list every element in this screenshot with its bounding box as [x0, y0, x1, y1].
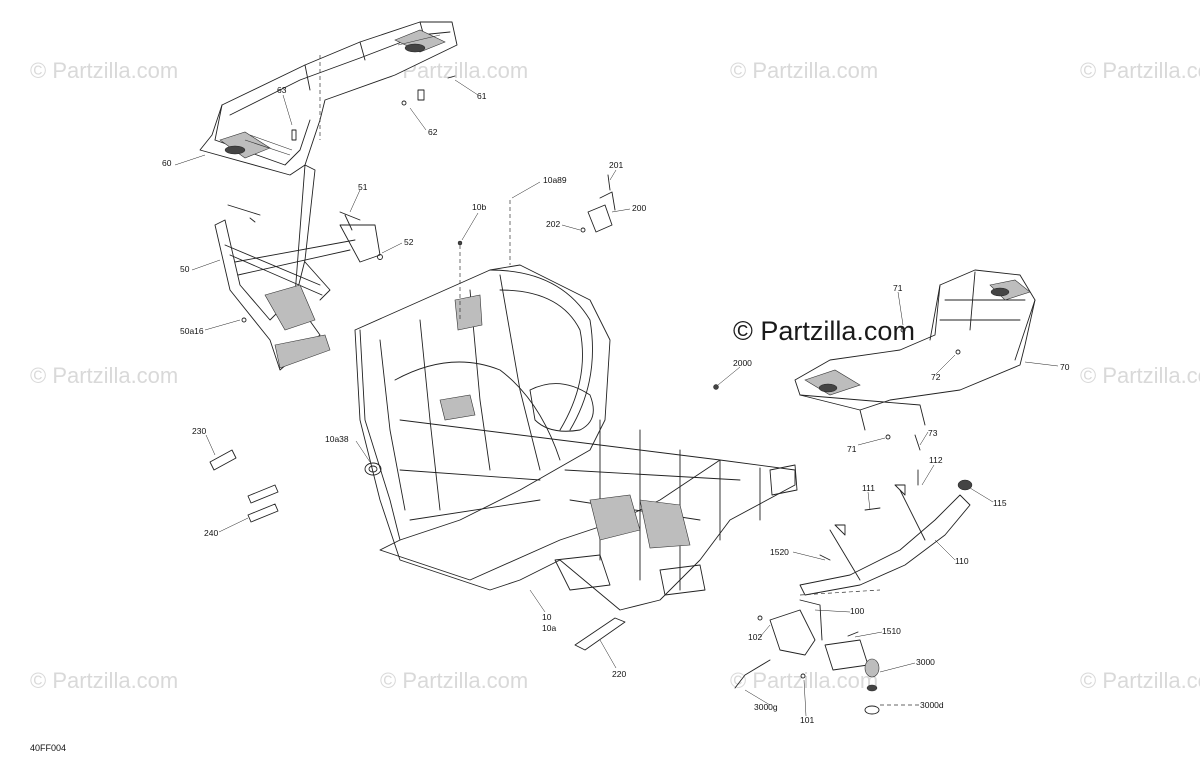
label-111: 111 [862, 483, 875, 493]
label-3000: 3000 [916, 657, 935, 667]
label-220: 220 [612, 669, 626, 679]
label-61: 61 [477, 91, 487, 101]
rear-rack-drawing [199, 21, 458, 176]
main-frame-drawing [354, 200, 798, 611]
label-50: 50 [180, 264, 190, 274]
watermark: © Partzilla.com [30, 668, 178, 693]
label-3000g: 3000g [754, 702, 778, 712]
label-70: 70 [1060, 362, 1070, 372]
label-100: 100 [850, 606, 864, 616]
watermark: © Partzilla.com [1080, 363, 1200, 388]
label-240: 240 [204, 528, 218, 538]
label-10a: 10a [542, 623, 556, 633]
label-50a16: 50a16 [180, 326, 204, 336]
bracket-200-drawing [580, 174, 719, 390]
label-230: 230 [192, 426, 206, 436]
watermark: © Partzilla.com [30, 58, 178, 83]
label-62: 62 [428, 127, 438, 137]
label-115: 115 [993, 498, 1007, 508]
label-110: 110 [955, 556, 969, 566]
label-112: 112 [929, 455, 943, 465]
label-2000: 2000 [733, 358, 752, 368]
label-1520: 1520 [770, 547, 789, 557]
front-bumper-drawing [799, 469, 973, 596]
label-51: 51 [358, 182, 368, 192]
leader-lines [174, 79, 1059, 717]
label-1510: 1510 [882, 626, 901, 636]
part-labels: 60 61 62 63 50 50a16 51 52 10b 10a89 201… [162, 85, 1070, 725]
watermark: © Partzilla.com [730, 58, 878, 83]
label-10a38: 10a38 [325, 434, 349, 444]
label-52: 52 [404, 237, 414, 247]
diagram-code: 40FF004 [30, 743, 66, 753]
label-10b: 10b [472, 202, 486, 212]
label-63: 63 [277, 85, 287, 95]
watermark: © Partzilla.com [380, 668, 528, 693]
label-10: 10 [542, 612, 552, 622]
label-101: 101 [800, 715, 814, 725]
label-72: 72 [931, 372, 941, 382]
label-202: 202 [546, 219, 560, 229]
watermark: © Partzilla.com [1080, 58, 1200, 83]
front-rack-drawing [794, 269, 1036, 451]
loose-parts-drawing [209, 449, 626, 651]
label-71-top: 71 [893, 283, 903, 293]
rack-support-drawing [214, 164, 383, 371]
watermark-grid: © Partzilla.com © Partzilla.com © Partzi… [30, 58, 1200, 693]
label-102: 102 [748, 632, 762, 642]
label-71-bottom: 71 [847, 444, 857, 454]
label-73: 73 [928, 428, 938, 438]
label-200: 200 [632, 203, 646, 213]
watermark: © Partzilla.com [30, 363, 178, 388]
label-60: 60 [162, 158, 172, 168]
label-10a89: 10a89 [543, 175, 567, 185]
center-watermark: © Partzilla.com [733, 316, 915, 346]
label-3000d: 3000d [920, 700, 944, 710]
label-201: 201 [609, 160, 623, 170]
hitch-drawing [734, 599, 920, 715]
watermark: © Partzilla.com [1080, 668, 1200, 693]
